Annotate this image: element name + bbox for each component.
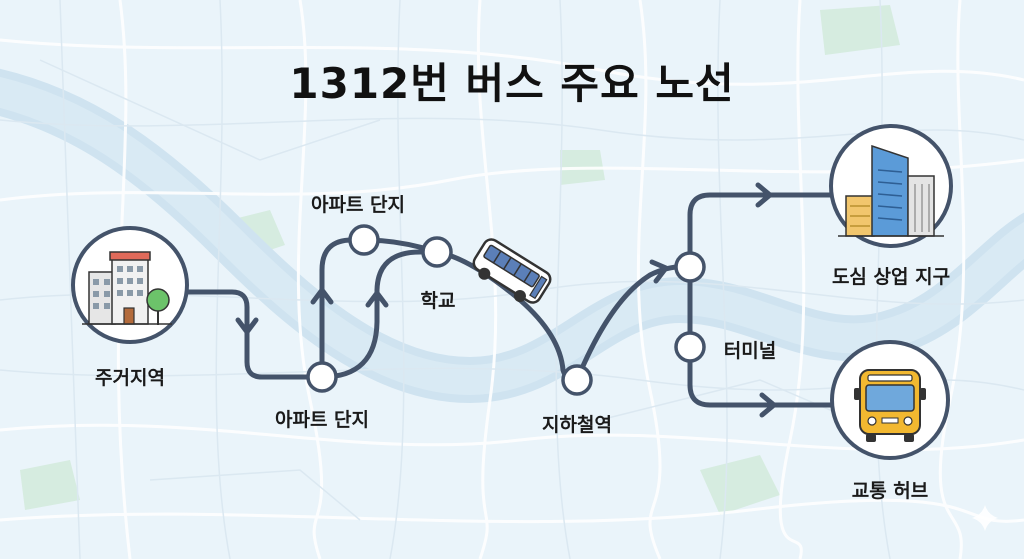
label-terminal: 터미널 <box>723 340 777 362</box>
skyscraper-icon <box>829 124 953 248</box>
direction-arrows <box>235 182 777 418</box>
bus-icon <box>472 238 552 304</box>
sparkle-icon <box>972 505 998 531</box>
label-school: 학교 <box>420 290 456 312</box>
bus-front-icon <box>830 340 950 460</box>
route-segment-terminal-hub <box>687 264 838 408</box>
label-residential: 주거지역 <box>95 367 165 389</box>
route-segment-terminal-downtown <box>687 192 833 270</box>
label-transit-hub: 교통 허브 <box>851 480 929 502</box>
arrow-up-icon <box>365 290 389 308</box>
station-terminal <box>674 331 706 363</box>
arrow-up-icon <box>310 287 334 305</box>
station-apartment-upper <box>348 224 380 256</box>
station-school <box>421 236 453 268</box>
arrow-right-icon <box>759 392 777 418</box>
route-segment-to-school <box>319 249 440 380</box>
label-apartment-upper: 아파트 단지 <box>310 194 406 216</box>
arrow-down-icon <box>235 317 259 335</box>
station-junction <box>674 251 706 283</box>
arrow-right-icon <box>755 182 773 208</box>
arrow-right-icon <box>649 259 669 284</box>
apartment-building-icon <box>71 226 189 344</box>
stations <box>306 224 706 396</box>
label-apartment-lower: 아파트 단지 <box>274 409 370 431</box>
page-title: 1312번 버스 주요 노선 <box>289 59 735 108</box>
label-downtown: 도심 상업 지구 <box>831 266 951 288</box>
station-subway <box>561 364 593 396</box>
station-apartment-lower <box>306 361 338 393</box>
label-subway: 지하철역 <box>542 414 612 436</box>
